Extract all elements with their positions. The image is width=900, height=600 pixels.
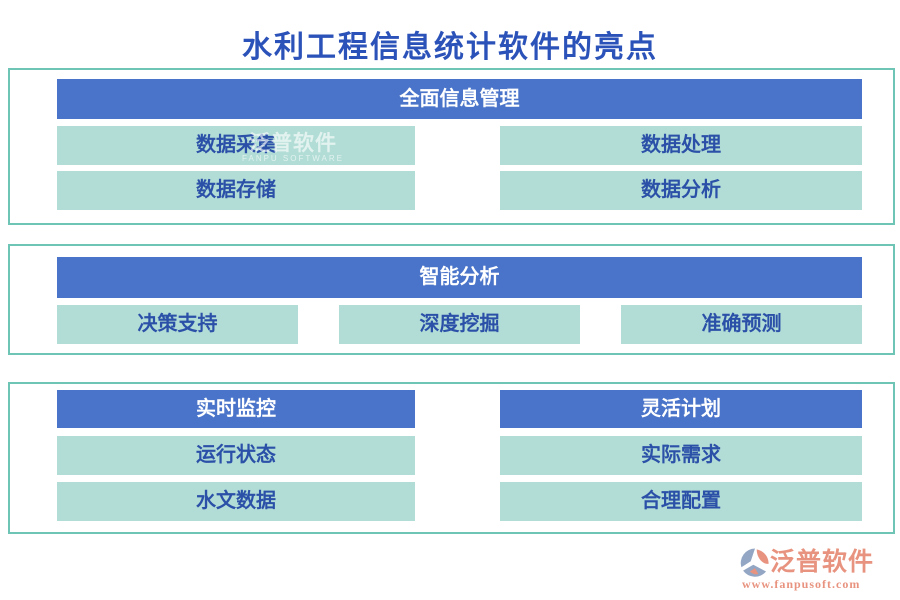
group-realtime-monitoring: 实时监控 运行状态 水文数据 — [57, 390, 415, 528]
fanpu-logo-icon — [738, 546, 772, 585]
section2-items: 决策支持 深度挖掘 准确预测 — [57, 305, 862, 344]
item-data-processing: 数据处理 — [500, 126, 862, 165]
item-data-storage: 数据存储 — [57, 171, 415, 210]
item-decision-support: 决策支持 — [57, 305, 298, 344]
item-data-collection: 数据采集 — [57, 126, 415, 165]
section-full-info-management: 全面信息管理 数据采集 数据处理 数据存储 数据分析 — [8, 68, 895, 225]
group2-header: 灵活计划 — [500, 390, 862, 428]
page-title: 水利工程信息统计软件的亮点 — [242, 31, 658, 64]
section-intelligent-analysis: 智能分析 决策支持 深度挖掘 准确预测 — [8, 244, 895, 355]
group-flexible-planning: 灵活计划 实际需求 合理配置 — [500, 390, 862, 528]
item-actual-demand: 实际需求 — [500, 436, 862, 475]
brand-url: www.fanpusoft.com — [742, 577, 861, 591]
item-hydrological-data: 水文数据 — [57, 482, 415, 521]
item-data-analysis: 数据分析 — [500, 171, 862, 210]
group1-header: 实时监控 — [57, 390, 415, 428]
section3-columns: 实时监控 运行状态 水文数据 灵活计划 实际需求 合理配置 — [57, 390, 862, 528]
item-reasonable-allocation: 合理配置 — [500, 482, 862, 521]
section1-items: 数据采集 数据处理 数据存储 数据分析 — [57, 126, 862, 210]
item-operation-status: 运行状态 — [57, 436, 415, 475]
footer-brand: 泛普软件 www.fanpusoft.com — [732, 546, 892, 592]
section-monitoring-planning: 实时监控 运行状态 水文数据 灵活计划 实际需求 合理配置 — [8, 382, 895, 534]
section2-header: 智能分析 — [57, 257, 862, 298]
brand-name: 泛普软件 — [770, 549, 875, 576]
section1-header: 全面信息管理 — [57, 79, 862, 119]
item-accurate-prediction: 准确预测 — [621, 305, 862, 344]
item-deep-mining: 深度挖掘 — [339, 305, 580, 344]
